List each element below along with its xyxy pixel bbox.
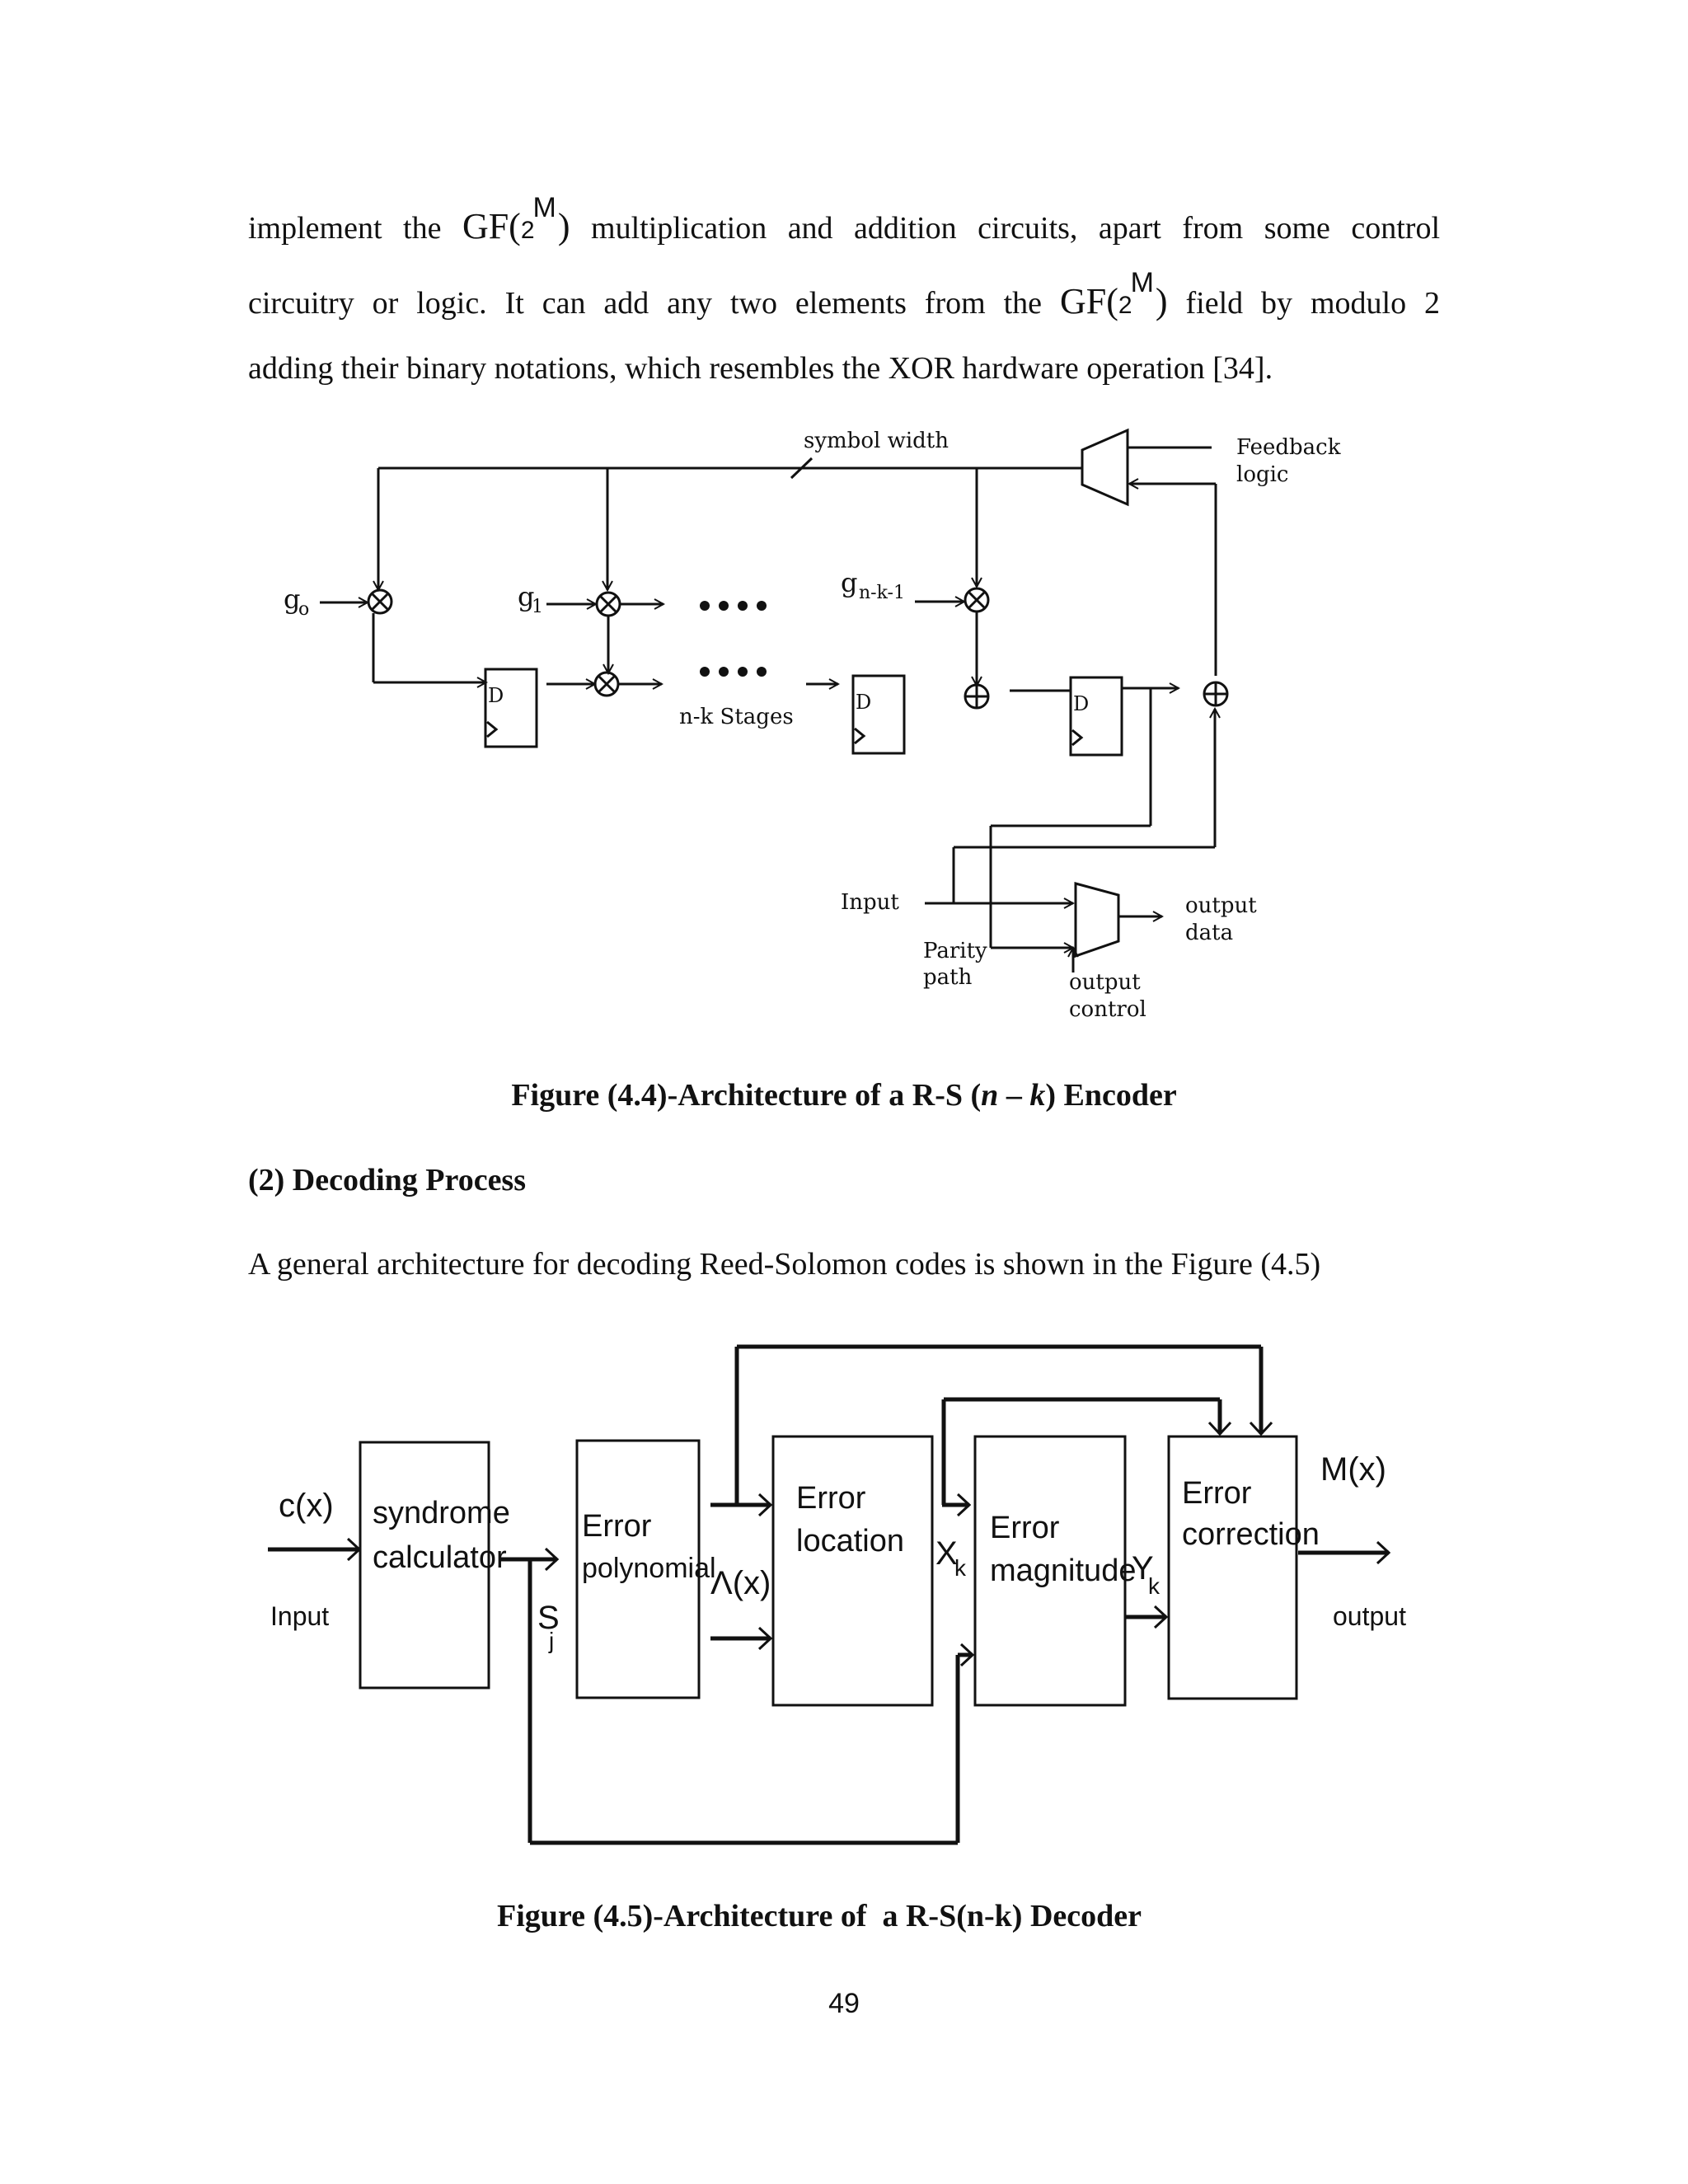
- field-base: 2: [520, 217, 535, 244]
- error-correction-block: [1167, 1435, 1298, 1700]
- section-text: A general architecture for decoding Reed…: [248, 1247, 1321, 1282]
- d-register-2: [851, 674, 906, 755]
- label-calculator: calculator: [373, 1540, 507, 1575]
- caption-dash: –: [998, 1078, 1030, 1113]
- label-error-corr: Error: [1182, 1476, 1252, 1511]
- caption-n: n: [981, 1078, 999, 1113]
- label-g0-sub: o: [298, 599, 309, 620]
- label-input: Input: [841, 890, 899, 915]
- text-run: implement the: [248, 211, 442, 246]
- error-polynomial-block: [575, 1439, 701, 1699]
- section-heading: (2) Decoding Process: [248, 1163, 527, 1197]
- d-register-1: [484, 668, 538, 748]
- label-sj: S: [537, 1600, 560, 1636]
- text-run: multiplication and addition circuits, ap…: [591, 211, 1441, 246]
- label-data: data: [1185, 921, 1233, 945]
- label-polynomial: polynomial: [582, 1553, 716, 1584]
- error-magnitude-block: [973, 1435, 1127, 1707]
- label-path: path: [923, 965, 973, 990]
- paragraph-line-1: implement the GF(2M) multiplication and …: [248, 191, 1440, 266]
- gf-symbol: GF(: [462, 206, 521, 246]
- field-exponent: 2M: [520, 192, 558, 244]
- label-g0: g: [284, 583, 300, 615]
- label-mx: M(x): [1320, 1451, 1386, 1488]
- label-syndrome: syndrome: [373, 1496, 510, 1530]
- output-mux: [1074, 882, 1120, 958]
- label-yk-sub: k: [1148, 1573, 1160, 1599]
- symbol-width-tick: [790, 457, 814, 480]
- label-g1: g: [518, 581, 534, 612]
- label-gnk-sub: n-k-1: [859, 583, 905, 603]
- syndrome-calculator-block: [359, 1441, 490, 1690]
- d-register-3: [1069, 676, 1123, 757]
- label-symbol-width: symbol width: [804, 429, 949, 453]
- label-error-poly: Error: [582, 1509, 652, 1544]
- label-location: location: [796, 1524, 904, 1558]
- label-input: Input: [270, 1601, 329, 1631]
- label-d1: D: [488, 684, 504, 707]
- field-power: M: [532, 192, 556, 223]
- label-output-control: output: [1069, 970, 1141, 995]
- feedback-mux: [1081, 428, 1129, 507]
- label-correction: correction: [1182, 1517, 1320, 1552]
- label-output-data: output: [1185, 893, 1257, 918]
- label-gnk: g: [841, 567, 857, 598]
- text-run: circuitry or logic. It can add any two e…: [248, 286, 1043, 321]
- label-lambda: Λ(x): [710, 1565, 771, 1601]
- label-error-loc: Error: [796, 1481, 866, 1516]
- gf-close: ): [557, 206, 570, 246]
- caption-text-end: ) Encoder: [1045, 1078, 1177, 1113]
- text-run: field by modulo 2: [1185, 286, 1440, 321]
- gf-close: ): [1155, 281, 1168, 321]
- label-d3: D: [1073, 692, 1089, 715]
- paragraph-line-3: adding their binary notations, which res…: [248, 351, 1273, 386]
- field-base: 2: [1118, 292, 1132, 319]
- label-feedback: Feedback: [1236, 435, 1341, 460]
- label-sj-sub: j: [548, 1628, 554, 1653]
- body-paragraph: implement the GF(2M) multiplication and …: [248, 191, 1440, 396]
- label-g1-sub: 1: [532, 597, 543, 617]
- label-yk: Y: [1132, 1550, 1154, 1586]
- label-d2: D: [856, 691, 871, 714]
- ellipsis-dots: [700, 601, 767, 677]
- field-power: M: [1130, 267, 1154, 298]
- label-logic: logic: [1236, 462, 1289, 487]
- label-xk-sub: k: [954, 1555, 967, 1581]
- figure-4-4-caption: Figure (4.4)-Architecture of a R-S (n – …: [0, 1077, 1688, 1113]
- gf-symbol: GF(: [1059, 281, 1118, 321]
- label-output: output: [1333, 1601, 1406, 1631]
- caption-k: k: [1029, 1078, 1046, 1113]
- page-number: 49: [828, 1988, 860, 2019]
- label-parity: Parity: [923, 939, 987, 963]
- label-cx: c(x): [279, 1488, 334, 1524]
- figure-4-5-caption: Figure (4.5)-Architecture of a R-S(n-k) …: [497, 1899, 1142, 1933]
- error-location-block: [771, 1435, 934, 1707]
- label-nk-stages: n-k Stages: [679, 705, 794, 729]
- label-error-mag: Error: [990, 1511, 1060, 1545]
- field-exponent: 2M: [1118, 267, 1156, 319]
- label-magnitude: magnitude: [990, 1554, 1136, 1588]
- caption-text: Figure (4.4)-Architecture of a R-S (: [511, 1078, 982, 1113]
- label-xk: X: [935, 1535, 958, 1572]
- label-control: control: [1069, 997, 1146, 1022]
- paragraph-line-2: circuitry or logic. It can add any two e…: [248, 266, 1440, 341]
